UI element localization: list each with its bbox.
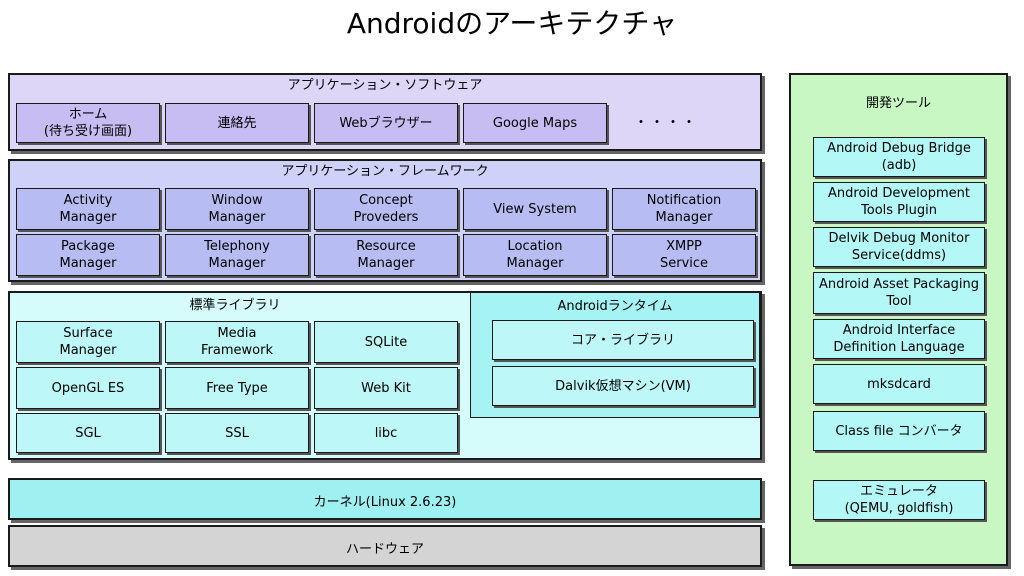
kernel-label: カーネル(Linux 2.6.23) <box>313 495 457 510</box>
free-type: Free Type <box>165 367 309 409</box>
standard-libraries-label: 標準ライブラリ <box>189 298 281 313</box>
diagram-title: Androidのアーキテクチャ <box>346 7 678 40</box>
web-kit: Web Kit <box>314 367 458 409</box>
development-tools-label: 開発ツール <box>865 96 931 111</box>
hardware-label: ハードウェア <box>345 542 424 557</box>
tool-emulator: エミュレータ (QEMU, goldfish) <box>813 480 985 520</box>
tool-aidl: Android Interface Definition Language <box>813 319 985 359</box>
xmpp-service: XMPP Service <box>612 234 756 276</box>
kernel-layer: カーネル(Linux 2.6.23) <box>8 478 762 520</box>
tool-mksdcard: mksdcard <box>813 364 985 404</box>
core-libraries: コア・ライブラリ <box>492 320 754 360</box>
package-manager: Package Manager <box>16 234 160 276</box>
tool-class-file-converter: Class file コンバータ <box>813 411 985 451</box>
android-runtime-layer: Androidランタイム コア・ライブラリ Dalvik仮想マシン(VM) <box>470 292 760 418</box>
application-framework-label: アプリケーション・フレームワーク <box>281 164 489 179</box>
view-system: View System <box>463 188 607 230</box>
surface-manager: Surface Manager <box>16 321 160 363</box>
application-framework-layer: アプリケーション・フレームワーク Activity Manager Window… <box>8 159 762 282</box>
app-google-maps: Google Maps <box>463 103 607 143</box>
notification-manager: Notification Manager <box>612 188 756 230</box>
app-web-browser: Webブラウザー <box>314 103 458 143</box>
android-runtime-label: Androidランタイム <box>557 299 673 314</box>
ssl: SSL <box>165 413 309 453</box>
telephony-manager: Telephony Manager <box>165 234 309 276</box>
more-apps-ellipsis: ・・・・ <box>634 115 698 131</box>
activity-manager: Activity Manager <box>16 188 160 230</box>
opengl-es: OpenGL ES <box>16 367 160 409</box>
location-manager: Location Manager <box>463 234 607 276</box>
tool-adb: Android Debug Bridge (adb) <box>813 137 985 177</box>
resource-manager: Resource Manager <box>314 234 458 276</box>
tool-aapt: Android Asset Packaging Tool <box>813 272 985 314</box>
hardware-layer: ハードウェア <box>8 525 762 567</box>
dalvik-vm: Dalvik仮想マシン(VM) <box>492 366 754 406</box>
app-contacts: 連絡先 <box>165 103 309 143</box>
application-software-layer: アプリケーション・ソフトウェア ホーム (待ち受け画面) 連絡先 Webブラウザ… <box>8 73 762 151</box>
application-software-label: アプリケーション・ソフトウェア <box>287 78 483 93</box>
development-tools-panel: 開発ツール Android Debug Bridge (adb) Android… <box>789 73 1008 566</box>
tool-adt-plugin: Android Development Tools Plugin <box>813 182 985 222</box>
tool-ddms: Delvik Debug Monitor Service(ddms) <box>813 227 985 267</box>
sgl: SGL <box>16 413 160 453</box>
app-home: ホーム (待ち受け画面) <box>16 103 160 143</box>
sqlite: SQLite <box>314 321 458 363</box>
window-manager: Window Manager <box>165 188 309 230</box>
media-framework: Media Framework <box>165 321 309 363</box>
libc: libc <box>314 413 458 453</box>
concept-proveders: Concept Proveders <box>314 188 458 230</box>
